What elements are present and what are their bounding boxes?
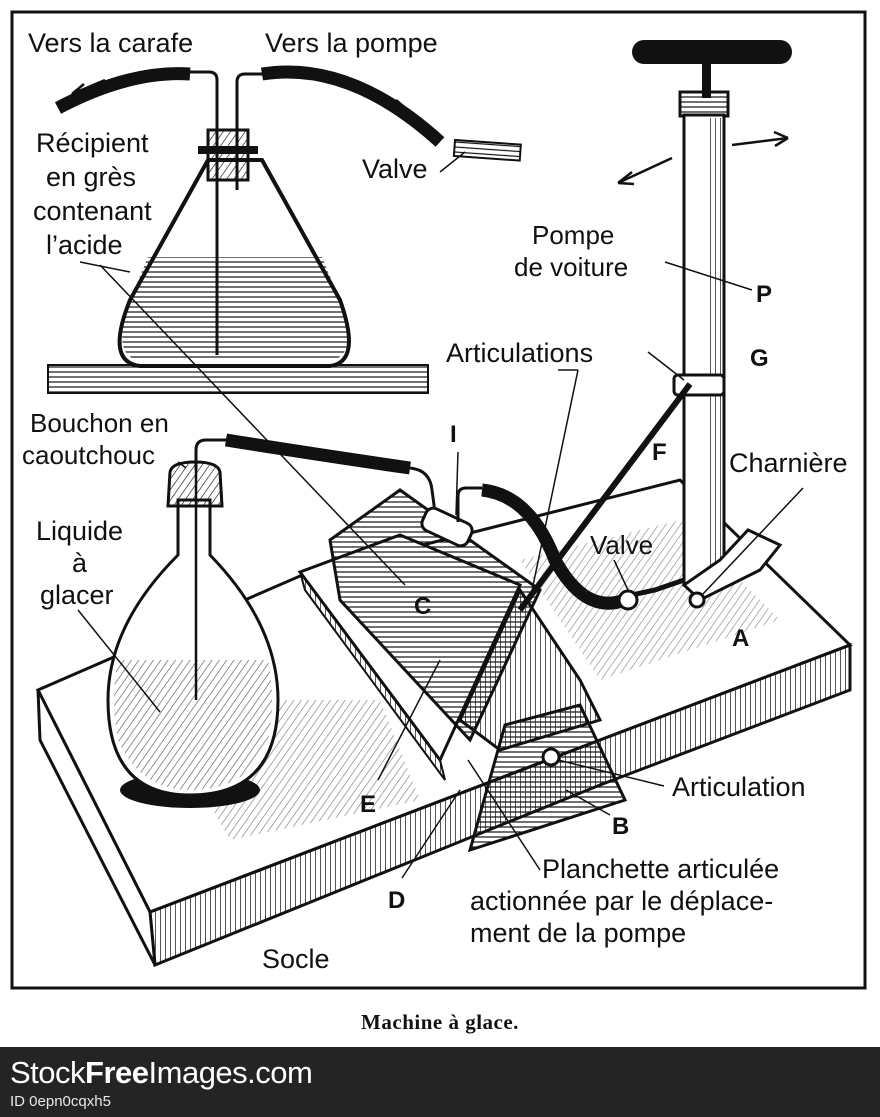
label-f: F bbox=[652, 439, 667, 466]
arrow-pump-left bbox=[617, 156, 673, 186]
leader-valve-mid bbox=[613, 559, 629, 591]
leader-i bbox=[455, 451, 459, 516]
label-liquide-3: glacer bbox=[40, 580, 114, 610]
label-i: I bbox=[450, 421, 457, 448]
leader-bouchon bbox=[177, 461, 187, 469]
arrow-left bbox=[71, 78, 106, 98]
label-liquide-1: Liquide bbox=[36, 516, 123, 546]
label-pompe-2: de voiture bbox=[514, 252, 628, 282]
pump-barrel-shade bbox=[708, 118, 722, 583]
tube-i-up bbox=[456, 486, 482, 522]
label-pompe-1: Pompe bbox=[532, 220, 614, 250]
label-bouchon-1: Bouchon en bbox=[30, 408, 169, 438]
car-pump bbox=[617, 40, 792, 609]
label-vers-pompe: Vers la pompe bbox=[265, 28, 438, 58]
label-articulation: Articulation bbox=[672, 772, 806, 802]
label-charniere: Charnière bbox=[729, 448, 848, 478]
leader-articulations-1 bbox=[647, 351, 685, 381]
arrow-right bbox=[367, 88, 411, 114]
image-id: ID 0epn0cqxh5 bbox=[10, 1093, 111, 1110]
pump-handle bbox=[632, 40, 792, 64]
label-c: C bbox=[414, 593, 431, 620]
shelf bbox=[47, 364, 429, 394]
pump-rod bbox=[702, 58, 711, 98]
label-recipient-4: l’acide bbox=[46, 230, 123, 260]
label-valve-top: Valve bbox=[362, 154, 428, 184]
leader-articulation bbox=[557, 759, 665, 787]
label-recipient-2: en grès bbox=[46, 162, 136, 192]
label-b: B bbox=[612, 813, 629, 840]
label-g: G bbox=[750, 345, 769, 372]
pivot-bolt bbox=[541, 747, 561, 767]
dip-tube bbox=[185, 70, 219, 355]
carafe bbox=[106, 433, 438, 808]
label-planchette-1: Planchette articulée bbox=[542, 854, 779, 884]
figure-caption: Machine à glace. bbox=[361, 1010, 519, 1034]
valve-nut bbox=[617, 589, 639, 611]
leader-pompe bbox=[664, 261, 753, 291]
label-a: A bbox=[732, 625, 749, 652]
label-articulations: Articulations bbox=[446, 338, 593, 368]
label-planchette-3: ment de la pompe bbox=[470, 918, 686, 948]
outlet-tube bbox=[235, 72, 265, 190]
rod-f bbox=[517, 382, 693, 612]
carafe-liquid bbox=[114, 660, 272, 790]
hose-to-carafe-inner bbox=[55, 69, 191, 112]
acid-vessel-inset bbox=[47, 65, 522, 394]
label-planchette-2: actionnée par le déplace- bbox=[470, 886, 773, 916]
valve-inset-body bbox=[452, 138, 522, 162]
leader-valve-top bbox=[439, 151, 466, 173]
label-valve-mid: Valve bbox=[590, 530, 653, 560]
pump-hinge-pin bbox=[688, 591, 706, 609]
label-vers-carafe: Vers la carafe bbox=[28, 28, 193, 58]
leader-articulations-2 bbox=[529, 369, 579, 601]
tube-carafe-up bbox=[194, 438, 228, 470]
hose-carafe-to-c-inner bbox=[225, 435, 411, 473]
socle-left bbox=[36, 689, 157, 966]
tube-into-c bbox=[409, 466, 438, 521]
label-recipient-1: Récipient bbox=[36, 128, 149, 158]
label-bouchon-2: caoutchouc bbox=[22, 440, 155, 470]
label-e: E bbox=[360, 791, 376, 818]
leader-d bbox=[401, 789, 461, 879]
block-front bbox=[467, 703, 628, 853]
flask-stopper bbox=[206, 128, 250, 182]
support-block-b bbox=[467, 703, 628, 853]
pump-cap bbox=[678, 90, 730, 118]
leader-recipient-to-c bbox=[99, 264, 406, 586]
arrow-pump-right bbox=[731, 130, 789, 148]
leader-planchette bbox=[467, 759, 541, 871]
label-p: P bbox=[756, 281, 772, 308]
brand-logo[interactable]: StockFreeImages.com bbox=[10, 1055, 313, 1091]
acid-liquid bbox=[122, 257, 348, 360]
stock-footer: StockFreeImages.com ID 0epn0cqxh5 bbox=[0, 1047, 880, 1117]
brand-part-2: Images.com bbox=[148, 1055, 313, 1090]
leader-e bbox=[377, 659, 441, 781]
figure-frame bbox=[10, 10, 867, 990]
leader-lines bbox=[77, 261, 804, 879]
hose-to-pump-inner bbox=[261, 67, 444, 146]
leader-charniere bbox=[701, 487, 804, 596]
leader-liquide bbox=[77, 609, 161, 713]
leader-recipient bbox=[79, 261, 131, 273]
brand-part-bold: Free bbox=[85, 1055, 149, 1090]
stopper-collar bbox=[198, 146, 258, 154]
ice-machine-diagram: Vers la carafe Vers la pompe Récipient e… bbox=[10, 10, 867, 990]
fitting-i-block bbox=[420, 506, 474, 548]
leader-b bbox=[565, 789, 611, 816]
label-d: D bbox=[388, 887, 405, 914]
label-socle: Socle bbox=[262, 944, 330, 974]
label-recipient-3: contenant bbox=[33, 196, 152, 226]
plank-edge bbox=[299, 571, 446, 781]
label-liquide-2: à bbox=[72, 548, 88, 578]
brand-part-1: Stock bbox=[10, 1055, 86, 1090]
